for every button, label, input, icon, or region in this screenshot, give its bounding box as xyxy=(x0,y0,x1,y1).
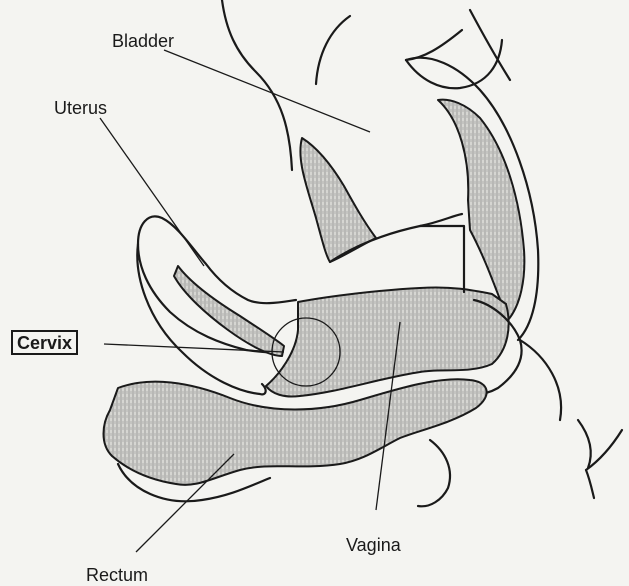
bladder-shape xyxy=(222,0,462,262)
cervix-label: Cervix xyxy=(11,330,78,355)
bladder-label: Bladder xyxy=(112,32,174,50)
rectum-label: Rectum xyxy=(86,566,148,584)
bladder-leader xyxy=(164,50,370,132)
vagina-label: Vagina xyxy=(346,536,401,554)
uterus-label: Uterus xyxy=(54,99,107,117)
uterus-shape xyxy=(137,216,296,394)
rectum-shape xyxy=(104,379,487,506)
uterus-leader xyxy=(100,118,204,266)
outer-contours xyxy=(520,340,622,498)
